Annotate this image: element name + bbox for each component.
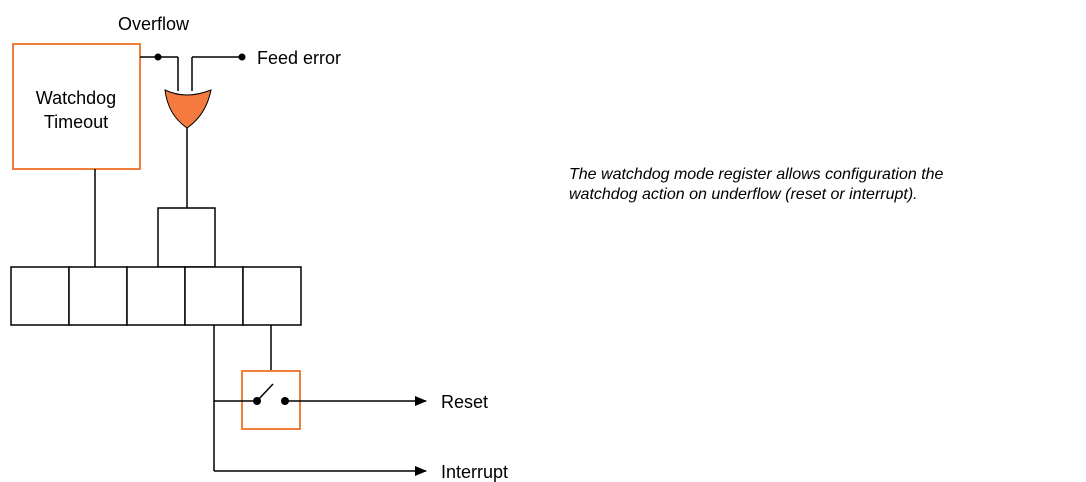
reset-label: Reset bbox=[441, 392, 488, 412]
diagram-caption: The watchdog mode register allows config… bbox=[569, 165, 1084, 205]
register-cell-3 bbox=[184, 266, 244, 326]
register-cell-2 bbox=[126, 266, 186, 326]
switch-blade bbox=[256, 383, 274, 402]
feed-error-label: Feed error bbox=[257, 48, 341, 68]
or-gate bbox=[164, 89, 212, 129]
register-cell-0 bbox=[10, 266, 70, 326]
watchdog-timeout-label-line2: Timeout bbox=[44, 112, 108, 132]
overflow-label: Overflow bbox=[118, 14, 190, 34]
overflow-junction-dot bbox=[154, 53, 162, 61]
feed-error-terminal-dot bbox=[238, 53, 246, 61]
interrupt-label: Interrupt bbox=[441, 462, 508, 482]
caption-line-1: The watchdog mode register allows config… bbox=[569, 166, 944, 183]
caption-line-2: watchdog action on underflow (reset or i… bbox=[569, 186, 918, 203]
watchdog-timeout-label-line1: Watchdog bbox=[36, 88, 116, 108]
watchdog-timeout-box bbox=[12, 43, 141, 170]
register-cell-4 bbox=[242, 266, 302, 326]
register-cell-1 bbox=[68, 266, 128, 326]
reset-switch-box bbox=[241, 370, 301, 430]
mode-register bbox=[10, 266, 302, 326]
feed-sequence-box bbox=[157, 207, 216, 268]
